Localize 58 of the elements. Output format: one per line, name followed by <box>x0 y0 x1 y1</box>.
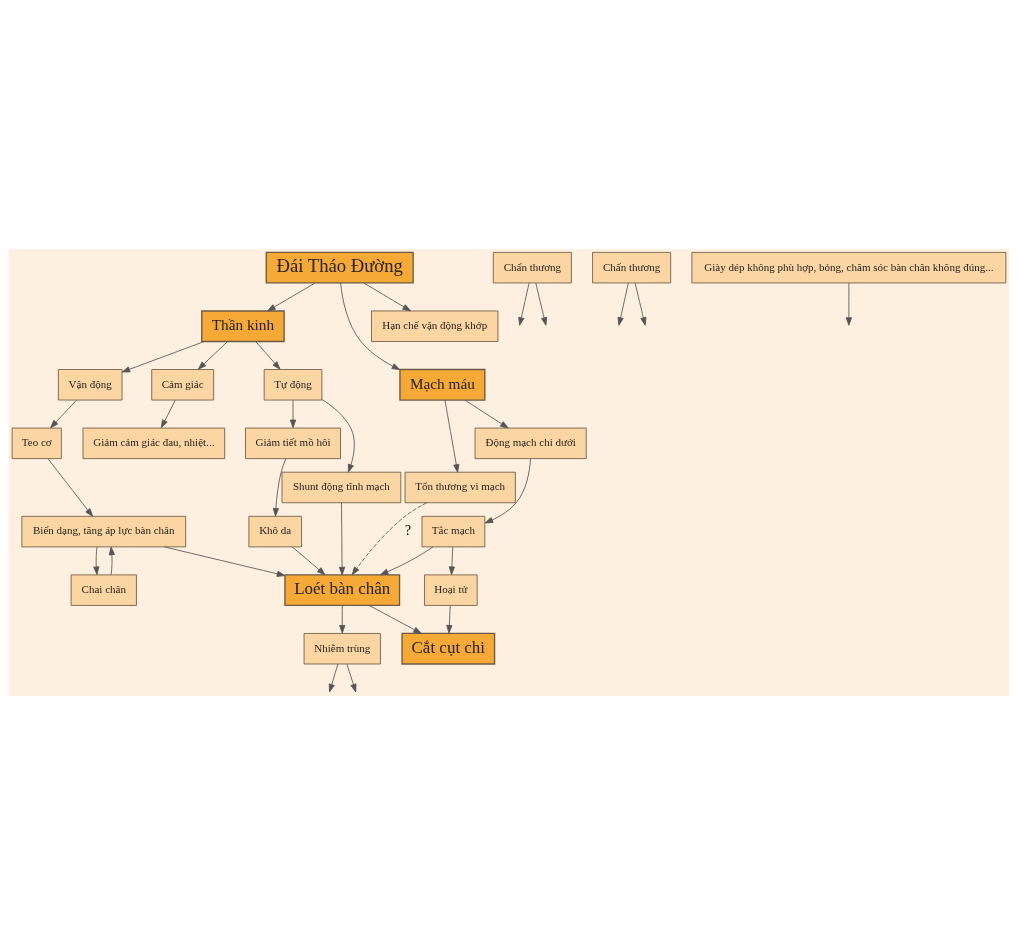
arrow <box>634 282 647 326</box>
arrow <box>292 546 326 575</box>
node-box: Vận động <box>57 368 123 400</box>
edge-label: ? <box>405 522 412 538</box>
arrow <box>255 340 281 370</box>
arrow <box>340 282 401 370</box>
node-box: Tự động <box>263 368 323 400</box>
arrow <box>379 546 434 575</box>
arrow <box>267 282 316 311</box>
arrow <box>368 604 422 634</box>
arrow <box>535 282 548 326</box>
node-box: Cắt cụt chi <box>401 632 496 665</box>
node-box: Mạch máu <box>399 368 486 401</box>
arrow <box>160 399 176 428</box>
arrow <box>164 546 286 577</box>
arrow <box>484 457 531 523</box>
node-box: Động mạch chi dưới <box>474 427 587 459</box>
node-box: Hạn chế vận động khớp <box>371 310 499 342</box>
arrow <box>444 399 460 473</box>
arrow <box>446 604 453 633</box>
arrow <box>272 457 287 517</box>
arrow <box>321 398 355 473</box>
node-box: Biến dạng, tăng áp lực bàn chân <box>21 515 187 547</box>
arrow <box>617 282 629 326</box>
arrow <box>93 546 100 575</box>
node-box: Giảm cảm giác đau, nhiệt... <box>82 427 226 459</box>
node-box: Hoại tử <box>424 573 478 606</box>
node-box: Chai chân <box>70 573 137 606</box>
node-box: Chấn thương <box>592 251 672 283</box>
node-box: Chấn thương <box>492 251 572 283</box>
arrow <box>121 340 205 372</box>
node-box: Nhiễm trùng <box>303 632 381 664</box>
arrow <box>346 663 357 692</box>
arrow <box>197 340 228 370</box>
arrow <box>351 501 427 575</box>
node-box: Thần kinh <box>201 309 285 342</box>
node-box: Khô da <box>248 515 302 547</box>
arrow <box>50 399 77 428</box>
node-box: Shunt động tĩnh mạch <box>281 471 402 503</box>
arrow <box>845 282 852 326</box>
node-box: Giảm tiết mồ hôi <box>245 427 341 459</box>
arrow <box>338 501 346 575</box>
node-box: Tổn thương vi mạch <box>404 471 516 503</box>
arrow <box>518 282 530 326</box>
node-box: Đái Tháo Đường <box>265 251 414 284</box>
arrow <box>108 546 115 575</box>
arrow <box>47 457 93 517</box>
arrow <box>339 604 346 633</box>
node-box: Tắc mạch <box>421 515 486 547</box>
node-box: Teo cơ <box>11 427 62 459</box>
arrow <box>448 546 455 575</box>
arrow <box>289 399 297 428</box>
arrow <box>464 399 509 428</box>
arrow <box>363 282 411 311</box>
arrow <box>328 663 339 692</box>
node-box: Loét bàn chân <box>284 573 401 606</box>
node-box: Giày dép không phù hợp, bỏng, chăm sóc bàn chân không đúng... <box>691 251 1007 283</box>
node-box: Cảm giác <box>151 368 215 400</box>
